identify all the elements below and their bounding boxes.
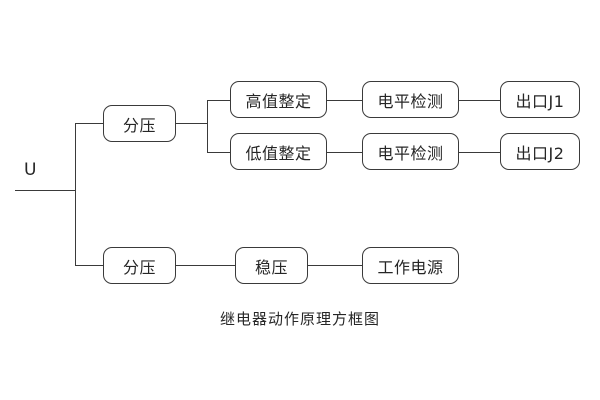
node-output-j2[interactable]: 出口J2 (500, 133, 580, 170)
split-to-low-setting-line (207, 152, 231, 153)
node-level-detect-bottom[interactable]: 电平检测 (362, 133, 459, 170)
node-divider-bottom[interactable]: 分压 (103, 247, 176, 284)
bus-to-top-divider-line (75, 123, 104, 124)
node-level-detect-top[interactable]: 电平检测 (362, 81, 459, 118)
node-high-setting[interactable]: 高值整定 (230, 81, 327, 118)
diagram-caption: 继电器动作原理方框图 (219, 310, 380, 328)
divider-to-split-line (176, 123, 208, 124)
level-detect-to-output-j1-line (459, 100, 501, 101)
regulator-to-working-power-line (308, 265, 363, 266)
bus-to-bottom-divider-line (75, 265, 104, 266)
high-setting-to-level-detect-line (327, 100, 363, 101)
level-detect-to-output-j2-line (459, 152, 501, 153)
node-output-j1[interactable]: 出口J1 (500, 81, 580, 118)
low-setting-to-level-detect-line (327, 152, 363, 153)
node-divider-top[interactable]: 分压 (103, 105, 176, 142)
input-voltage-label: U (24, 160, 37, 180)
node-regulator[interactable]: 稳压 (235, 247, 308, 284)
split-bracket-line (207, 100, 208, 153)
divider-to-regulator-line (176, 265, 236, 266)
node-low-setting[interactable]: 低值整定 (230, 133, 327, 170)
node-working-power[interactable]: 工作电源 (362, 247, 459, 284)
input-line (15, 190, 76, 191)
main-bus-line (75, 123, 76, 265)
split-to-high-setting-line (207, 100, 231, 101)
